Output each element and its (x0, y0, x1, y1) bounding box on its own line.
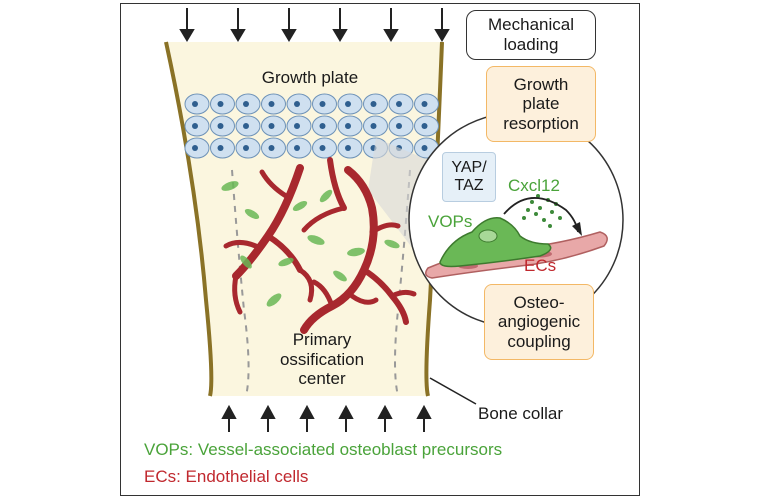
ecs-label: ECs (524, 256, 557, 275)
chondrocyte-nucleus (192, 123, 198, 129)
chondrocyte-nucleus (243, 101, 249, 107)
chondrocyte-nucleus (319, 123, 326, 129)
chondrocyte-nucleus (319, 145, 326, 151)
chondrocyte-nucleus (243, 123, 249, 129)
chondrocyte-nucleus (370, 101, 377, 107)
chondrocyte-nucleus (396, 123, 402, 129)
cxcl12-dots (522, 194, 562, 228)
primary-ossification-label: Primary ossification center (279, 330, 365, 389)
cxcl12-label: Cxcl12 (508, 176, 560, 195)
chondrocyte-nucleus (268, 145, 275, 151)
chondrocyte-nucleus (370, 123, 377, 129)
cxcl12-arrowhead (572, 222, 582, 236)
chondrocyte-nucleus (192, 145, 198, 151)
chondrocyte-nucleus (421, 101, 428, 107)
legend-vops: VOPs: Vessel-associated osteoblast precu… (144, 440, 503, 459)
growth-plate-resorption-label: Growth plate resorption (503, 74, 579, 133)
vop-cells-bone (221, 181, 400, 307)
yap-taz-box: YAP/ TAZ (442, 152, 496, 202)
growth-plate-resorption-box: Growth plate resorption (486, 66, 596, 142)
chondrocyte-nucleus (268, 123, 275, 129)
yap-taz-label: YAP/ TAZ (451, 158, 487, 194)
legend-ecs: ECs: Endothelial cells (144, 467, 309, 486)
loading-arrows-bottom (221, 404, 432, 432)
osteo-angiogenic-box: Osteo- angiogenic coupling (484, 284, 594, 360)
chondrocyte-nucleus (421, 123, 428, 129)
chondrocyte-nucleus (294, 101, 300, 107)
vop-cell (439, 217, 552, 268)
chondrocyte-nucleus (217, 101, 224, 107)
chondrocyte-nucleus (294, 145, 300, 151)
chondrocyte-nucleus (268, 101, 275, 107)
dashed-boundary-right (394, 169, 411, 397)
chondrocyte-nucleus (217, 123, 224, 129)
chondrocyte-nucleus (345, 145, 351, 151)
bone-collar-left (164, 41, 214, 397)
chondrocyte-nucleus (345, 123, 351, 129)
dashed-boundary-left (231, 169, 250, 397)
chondrocyte-nucleus (294, 123, 300, 129)
osteo-angiogenic-label: Osteo- angiogenic coupling (497, 292, 581, 351)
mechanical-loading-label: Mechanical loading (488, 15, 574, 54)
growth-plate-label: Growth plate (261, 68, 359, 87)
chondrocyte-nucleus (319, 101, 326, 107)
loading-arrows-top (179, 8, 450, 42)
chondrocyte-nucleus (192, 101, 198, 107)
mechanical-loading-box: Mechanical loading (466, 10, 596, 60)
chondrocyte-nucleus (396, 101, 402, 107)
bone-collar-label: Bone collar (478, 404, 564, 423)
chondrocyte-nucleus (243, 145, 249, 151)
chondrocyte-nucleus (421, 145, 428, 151)
chondrocyte-nucleus (217, 145, 224, 151)
vops-label: VOPs (428, 212, 473, 231)
bone-collar-pointer (429, 377, 477, 405)
chondrocyte-nucleus (345, 101, 351, 107)
